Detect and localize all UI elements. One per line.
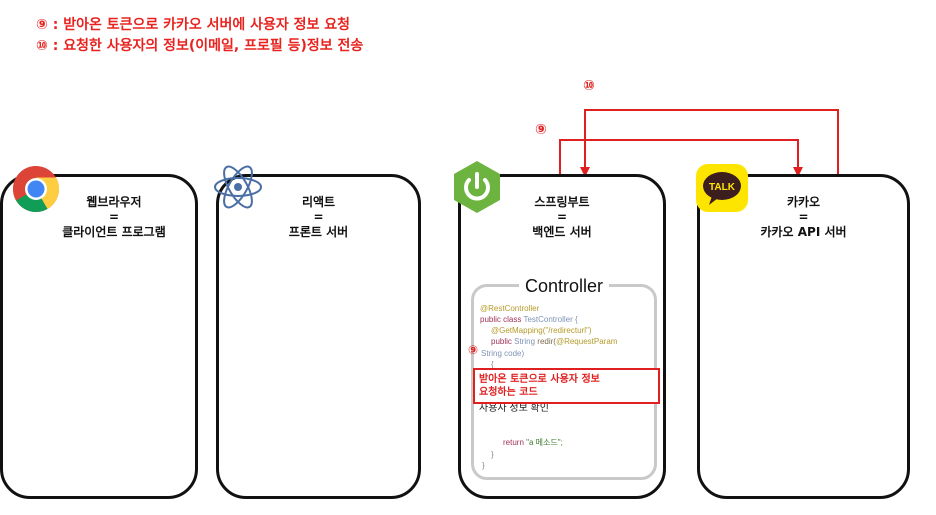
code-method-line: public String redir(@RequestParam [491,337,618,346]
step9-badge: ⑨ [535,122,547,138]
react-title: 리액트 = 프론트 서버 [288,195,349,239]
kakao-box: 카카오 = 카카오 API 서버 [697,174,910,499]
chrome-icon [12,165,60,217]
code-close-brace-1: } [491,450,494,459]
code-mapping: @GetMapping("/redirecturl") [491,326,592,335]
controller-title: Controller [471,276,657,297]
spring-title: 스프링부트 = 백엔드 서버 [532,195,592,239]
arrow-step9 [559,139,803,177]
legend-step10: ⑩ : 요청한 사용자의 정보(이메일, 프로필 등)정보 전송 [36,38,364,54]
step9-inline-badge: ⑨ [468,343,479,357]
legend-step9: ⑨ : 받아온 토큰으로 카카오 서버에 사용자 정보 요청 [36,17,351,33]
highlight-line1: 받아온 토큰으로 사용자 정보 [479,374,600,385]
step10-badge: ⑩ [583,78,595,94]
react-box: 리액트 = 프론트 서버 [216,174,421,499]
code-param: String code) [481,349,525,358]
code-class-line: public class TestController { [480,315,578,324]
spring-boot-icon [452,160,502,218]
code-overlap-text: 사용자 정보 확인 [479,403,549,414]
code-close-brace-2: } [482,461,485,470]
arrow-step10 [580,109,839,177]
code-annotation: @RestController [480,304,540,313]
browser-title: 웹브라우저 = 클라이언트 프로그램 [62,195,166,239]
kakao-title: 카카오 = 카카오 API 서버 [760,195,847,239]
talk-label: TALK [709,182,736,193]
code-open-brace: { [491,360,494,369]
kakao-talk-icon: TALK [695,163,749,217]
code-return-line: return "a 메소드"; [503,438,563,447]
browser-box: 웹브라우저 = 클라이언트 프로그램 [0,174,198,499]
highlight-box [473,368,660,404]
highlight-line2: 요청하는 코드 [479,387,538,398]
react-icon [212,163,264,215]
